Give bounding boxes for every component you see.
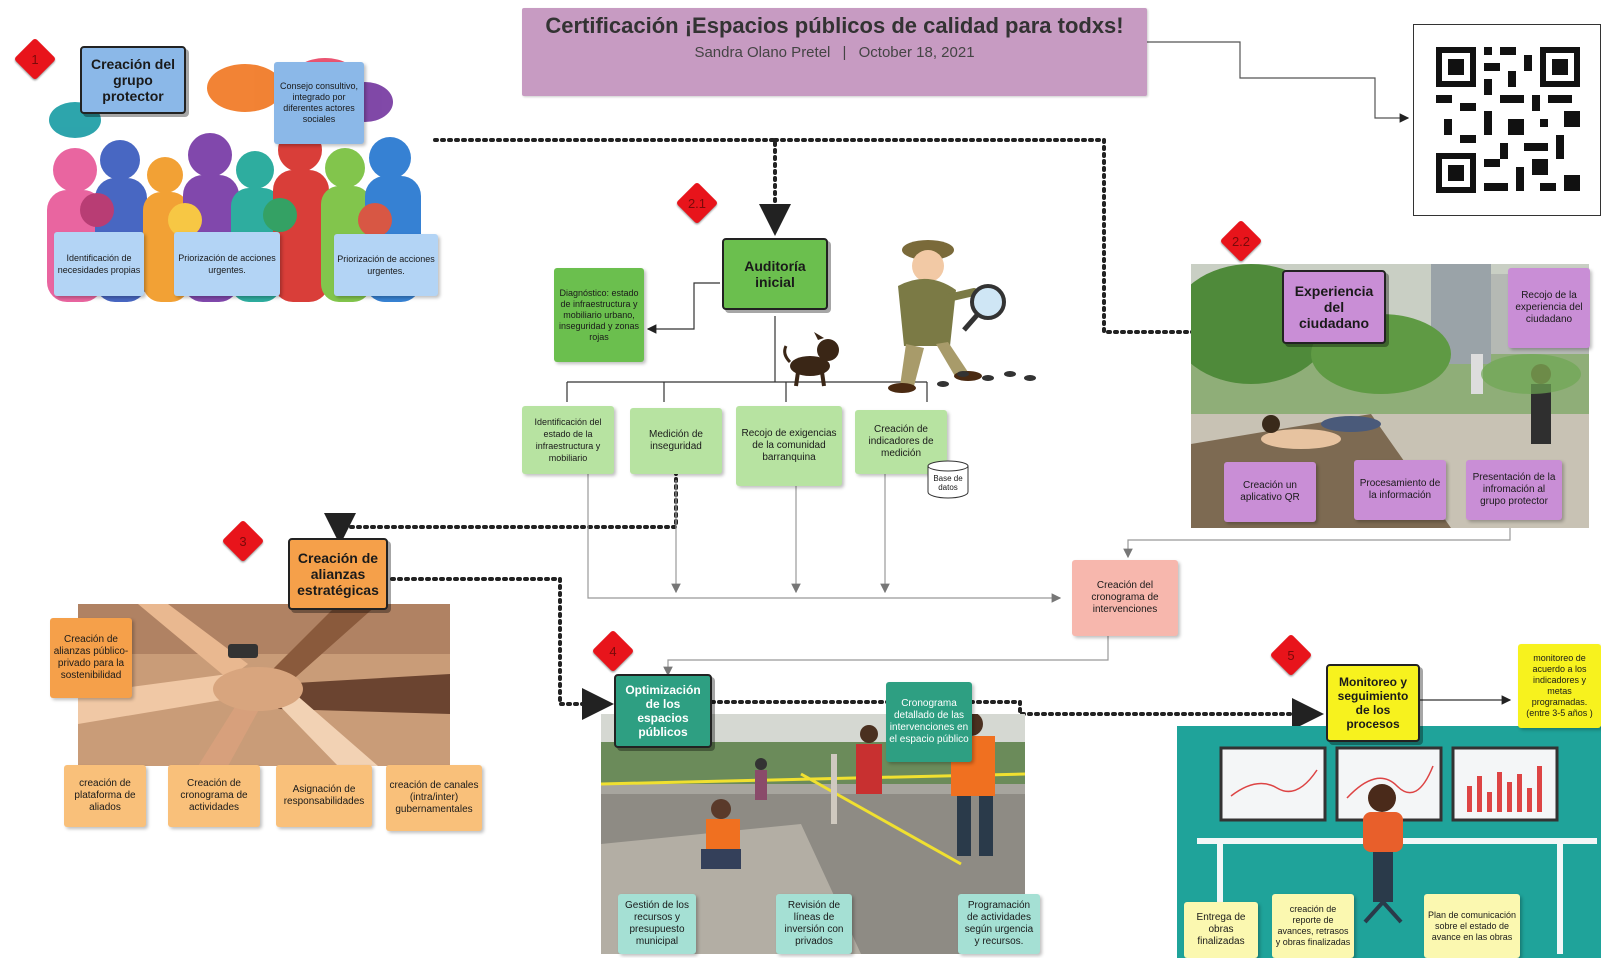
auditoria-item-infraestructura-label: Identificación del estado de la infraest… [534, 417, 602, 463]
step-badge-2-1-label: 2.1 [687, 195, 707, 211]
monitoreo-item-entrega: Entrega de obras finalizadas [1184, 902, 1258, 958]
alianzas-item-plataforma-label: creación de plataforma de aliados [74, 778, 136, 813]
alianzas-node: Creación de alianzas estratégicas [288, 538, 388, 610]
alianzas-item-canales-label: creación de canales (intra/inter) gubern… [389, 780, 479, 815]
diagram-title: Certificación ¡Espacios públicos de cali… [545, 13, 1124, 38]
group1-item-priority-a: Priorización de acciones urgentes. [174, 232, 280, 296]
alianzas-item-cronograma: Creación de cronograma de actividades [168, 765, 260, 827]
experiencia-item-procesamiento: Procesamiento de la información [1354, 460, 1446, 520]
optimizacion-item-programacion-label: Programación de actividades según urgenc… [964, 900, 1034, 947]
experiencia-item-qr-label: Creación un aplicativo QR [1240, 480, 1300, 503]
diagnostico-node: Diagnóstico: estado de infraestructura y… [554, 268, 644, 362]
consejo-consultivo-node: Consejo consultivo, integrado por difere… [274, 62, 364, 144]
step-badge-3: 3 [221, 519, 265, 563]
cronograma-intervenciones-label: Creación del cronograma de intervencione… [1091, 580, 1159, 615]
consejo-consultivo-label: Consejo consultivo, integrado por difere… [279, 81, 359, 124]
step-badge-2-1: 2.1 [675, 181, 719, 225]
monitoreo-item-entrega-label: Entrega de obras finalizadas [1196, 912, 1246, 947]
experiencia-item-qr: Creación un aplicativo QR [1224, 462, 1316, 522]
database-label: Base de datos [933, 474, 963, 492]
monitoreo-item-reporte: creación de reporte de avances, retrasos… [1272, 894, 1354, 958]
title-banner: Certificación ¡Espacios públicos de cali… [522, 8, 1147, 96]
auditoria-item-inseguridad-label: Medición de inseguridad [649, 429, 703, 452]
step-badge-2-2: 2.2 [1219, 219, 1263, 263]
monitoreo-indicadores-label: monitoreo de acuerdo a los indicadores y… [1526, 653, 1593, 718]
auditoria-node: Auditoría inicial [722, 238, 828, 310]
experiencia-item-presentacion-label: Presentación de la infromación al grupo … [1472, 472, 1556, 507]
alianzas-publico-privado-label: Creación de alianzas público-privado par… [53, 634, 129, 681]
title-byline: Sandra Olano Pretel | October 18, 2021 [522, 44, 1147, 61]
alianzas-item-cronograma-label: Creación de cronograma de actividades [180, 778, 248, 813]
step-badge-4: 4 [591, 629, 635, 673]
group1-item-priority-b: Priorización de acciones urgentes. [334, 234, 438, 296]
recojo-experiencia-label: Recojo de la experiencia del ciudadano [1515, 290, 1583, 325]
qr-code [1413, 24, 1601, 216]
detective-illustration [783, 240, 1036, 393]
auditoria-item-exigencias: Recojo de exigencias de la comunidad bar… [736, 406, 842, 486]
auditoria-item-indicadores-label: Creación de indicadores de medición [868, 424, 934, 459]
alianzas-item-plataforma: creación de plataforma de aliados [64, 765, 146, 827]
experiencia-item-presentacion: Presentación de la infromación al grupo … [1466, 460, 1562, 520]
monitoreo-item-reporte-label: creación de reporte de avances, retrasos… [1275, 904, 1351, 947]
alianzas-item-canales: creación de canales (intra/inter) gubern… [386, 765, 482, 831]
alianzas-label: Creación de alianzas estratégicas [297, 550, 379, 598]
optimizacion-item-recursos-label: Gestión de los recursos y presupuesto mu… [625, 900, 689, 947]
diagnostico-label: Diagnóstico: estado de infraestructura y… [558, 287, 640, 342]
auditoria-item-exigencias-label: Recojo de exigencias de la comunidad bar… [741, 428, 837, 463]
group-protector-label: Creación del grupo protector [90, 56, 176, 104]
cronograma-intervenciones-node: Creación del cronograma de intervencione… [1072, 560, 1178, 636]
step-badge-1-label: 1 [31, 51, 39, 67]
experiencia-label: Experiencia del ciudadano [1294, 283, 1374, 331]
hands-together-photo [78, 604, 450, 766]
experiencia-item-procesamiento-label: Procesamiento de la información [1359, 478, 1441, 501]
qr-code-graphic [1436, 47, 1580, 193]
optimizacion-item-recursos: Gestión de los recursos y presupuesto mu… [618, 894, 696, 954]
step-badge-4-label: 4 [609, 643, 617, 659]
monitoreo-indicadores-node: monitoreo de acuerdo a los indicadores y… [1518, 644, 1601, 728]
step-badge-3-label: 3 [239, 533, 247, 549]
step-badge-2-2-label: 2.2 [1231, 233, 1251, 249]
optimizacion-item-inversion: Revisión de líneas de inversión con priv… [776, 894, 852, 954]
optimizacion-label: Optimización de los espacios públicos [625, 683, 701, 739]
group-protector-node: Creación del grupo protector [80, 46, 186, 114]
monitoreo-item-comunicacion-label: Plan de comunicación sobre el estado de … [1427, 909, 1517, 942]
auditoria-item-infraestructura: Identificación del estado de la infraest… [522, 406, 614, 474]
byline-separator: | [842, 44, 847, 61]
optimizacion-node: Optimización de los espacios públicos [614, 674, 712, 748]
author-name: Sandra Olano Pretel [694, 44, 831, 61]
step-badge-1: 1 [13, 37, 57, 81]
database-icon [926, 460, 970, 500]
group1-item-priority-a-label: Priorización de acciones urgentes. [178, 253, 276, 275]
auditoria-item-inseguridad: Medición de inseguridad [630, 408, 722, 474]
group1-item-priority-b-label: Priorización de acciones urgentes. [337, 254, 435, 276]
optimizacion-item-inversion-label: Revisión de líneas de inversión con priv… [784, 900, 844, 947]
cronograma-detallado-node: Cronograma detallado de las intervencion… [886, 682, 972, 762]
auditoria-label: Auditoría inicial [744, 258, 806, 290]
alianzas-publico-privado-node: Creación de alianzas público-privado par… [50, 618, 132, 698]
experiencia-node: Experiencia del ciudadano [1282, 270, 1386, 344]
alianzas-item-responsabilidades: Asignación de responsabilidades [276, 765, 372, 827]
monitoreo-label: Monitoreo y seguimiento de los procesos [1337, 675, 1409, 731]
diagram-date: October 18, 2021 [858, 44, 975, 61]
monitoreo-node: Monitoreo y seguimiento de los procesos [1326, 664, 1420, 742]
monitoreo-item-comunicacion: Plan de comunicación sobre el estado de … [1424, 894, 1520, 958]
cronograma-detallado-label: Cronograma detallado de las intervencion… [889, 698, 969, 745]
alianzas-item-responsabilidades-label: Asignación de responsabilidades [283, 784, 365, 807]
group1-item-needs-label: Identificación de necesidades propias [57, 253, 141, 275]
recojo-experiencia-node: Recojo de la experiencia del ciudadano [1508, 268, 1590, 348]
step-badge-5: 5 [1269, 633, 1313, 677]
optimizacion-item-programacion: Programación de actividades según urgenc… [958, 894, 1040, 954]
group1-item-needs: Identificación de necesidades propias [54, 232, 144, 296]
step-badge-5-label: 5 [1287, 647, 1295, 663]
